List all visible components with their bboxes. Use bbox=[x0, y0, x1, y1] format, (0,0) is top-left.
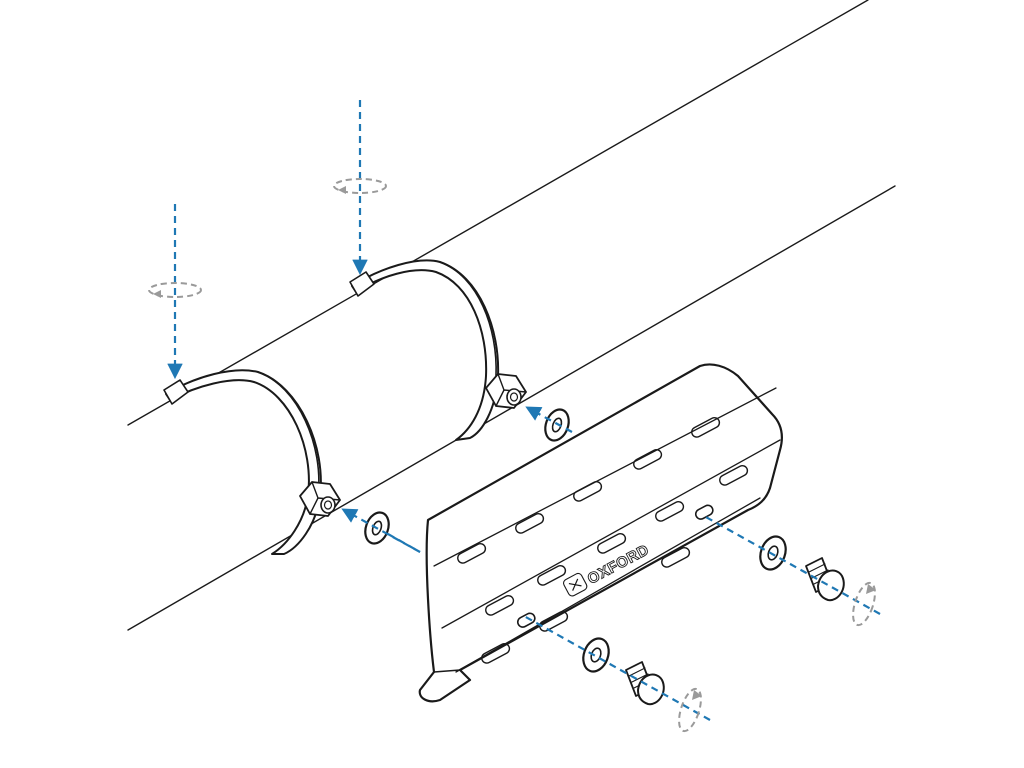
rotation-hint bbox=[678, 687, 702, 733]
rotation-hint bbox=[148, 282, 202, 298]
vent-slots-row-1 bbox=[457, 416, 721, 564]
vent-slots-row-3 bbox=[481, 546, 691, 664]
fit-guide-lower bbox=[341, 508, 421, 553]
vent-slots-row-2 bbox=[485, 464, 749, 616]
pipe-top-edge bbox=[127, 0, 869, 426]
bolt-head bbox=[637, 673, 665, 706]
clamp-screw-head-top bbox=[163, 379, 189, 405]
fit-guide-bottom bbox=[523, 615, 711, 733]
shield-outline bbox=[418, 363, 783, 703]
tighten-guide-left bbox=[148, 204, 202, 380]
nut-thread-hole bbox=[320, 496, 336, 514]
washer-right bbox=[759, 535, 787, 571]
rotation-hint bbox=[852, 581, 876, 627]
washer-bottom bbox=[582, 637, 610, 673]
bolt-head bbox=[817, 569, 845, 602]
rotation-hint bbox=[333, 178, 387, 194]
clamp-screw-head-top bbox=[349, 271, 375, 297]
hose-clamp-left bbox=[163, 369, 341, 555]
clamp-band bbox=[165, 369, 322, 555]
nut-thread-hole bbox=[506, 388, 522, 406]
fit-guide-right bbox=[703, 515, 881, 627]
clamp-band-edge bbox=[439, 261, 497, 377]
button-head-bolt-right bbox=[805, 557, 845, 602]
mounting-slot bbox=[516, 612, 536, 628]
tighten-guide-right bbox=[333, 100, 387, 276]
clamp-band-edge bbox=[257, 371, 320, 497]
hose-clamp-right bbox=[349, 259, 527, 441]
fit-guide-upper bbox=[525, 406, 573, 433]
clamp-band bbox=[351, 259, 500, 441]
